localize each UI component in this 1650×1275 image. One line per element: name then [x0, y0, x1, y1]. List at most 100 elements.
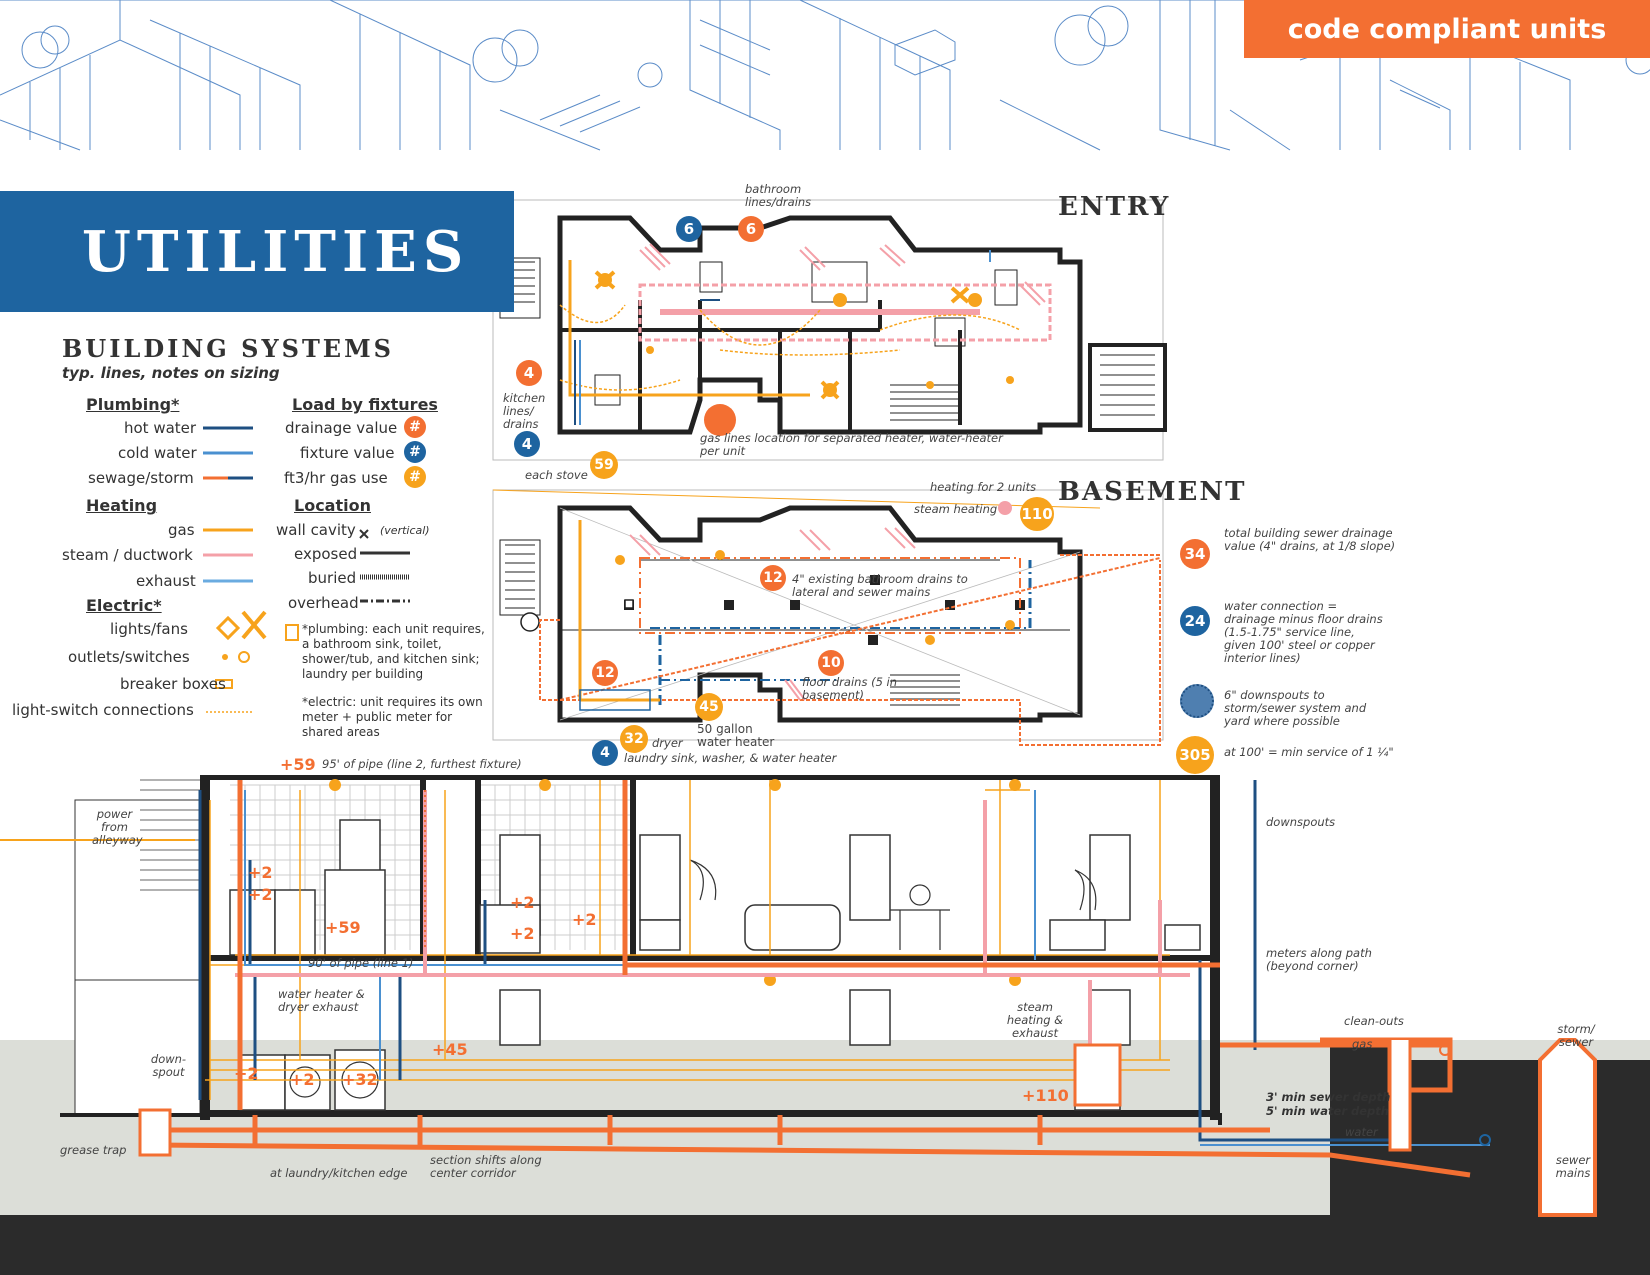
fixture-badge: # [404, 441, 426, 463]
gas-service-line-note: gas [1352, 1037, 1373, 1051]
load-washer: +2 [290, 1070, 315, 1089]
sewer-depth-note: 3' min sewer depth [1266, 1090, 1391, 1104]
bathroom-drain-badge: 12 [760, 565, 786, 591]
downspout-icon [1180, 684, 1214, 718]
dryer-note: dryer [652, 736, 683, 750]
page-title-banner: UTILITIES [0, 191, 514, 312]
exposed-label: exposed [294, 545, 358, 563]
location-heading: Location [294, 496, 371, 515]
load-toilet: +2 [572, 910, 597, 929]
steam-gas-badge: 110 [1020, 497, 1054, 531]
steam-heating-note: steam heating [914, 502, 998, 516]
sewage-label: sewage/storm [88, 469, 194, 487]
heating-units-note: heating for 2 units [930, 480, 1037, 494]
kitchen-lines-note: kitchen lines/ drains [503, 391, 546, 431]
pipe-90-note: 90' of pipe (line 1) [308, 956, 414, 970]
load-water-heater: +45 [432, 1040, 468, 1059]
downspout-note: down- spout [150, 1052, 187, 1079]
fixture-label: fixture value [300, 444, 395, 462]
gas-label: gas [168, 521, 195, 539]
load-top-gas: +59 [280, 755, 316, 774]
laundry-edge-note: at laundry/kitchen edge [270, 1166, 408, 1180]
wall-cavity-label: wall cavity [276, 521, 356, 539]
load-dryer: +32 [342, 1070, 378, 1089]
section-shift-note: section shifts along center corridor [430, 1153, 542, 1180]
water-connection-note: water connection = drainage minus floor … [1224, 599, 1383, 665]
load-kitchen-a: +2 [248, 863, 273, 882]
laundry-fixture-badge: 4 [592, 740, 618, 766]
switch-connections-label: light-switch connections [12, 701, 194, 719]
lights-label: lights/fans [110, 620, 188, 638]
steam-label: steam / ductwork [62, 546, 193, 564]
plumbing-heading: Plumbing* [86, 395, 180, 414]
building-section [0, 775, 1650, 1275]
water-connection-badge: 24 [1180, 606, 1210, 636]
floor-drains-note: floor drains (5 in basement) [802, 675, 898, 702]
load-bath-sink: +2 [510, 893, 535, 912]
gas-use-badge: # [404, 466, 426, 488]
steam-heating-section-note: steam heating & exhaust [1006, 1000, 1064, 1040]
kitchen-fixture-badge: 4 [514, 431, 540, 457]
legend-subtitle: typ. lines, notes on sizing [62, 364, 280, 382]
sewer-drainage-badge: 34 [1180, 539, 1210, 569]
entry-floor-plan [492, 199, 1167, 461]
buried-label: buried [308, 569, 357, 587]
breaker-label: breaker boxes [120, 675, 226, 693]
cold-water-label: cold water [118, 444, 197, 462]
grease-trap-note: grease trap [60, 1143, 127, 1157]
dryer-gas-badge: 32 [620, 725, 648, 753]
exhaust-label: exhaust [136, 572, 196, 590]
entry-fixture-badge: 6 [676, 216, 702, 242]
plumbing-note: *plumbing: each unit requires, a bathroo… [302, 622, 485, 681]
electric-heading: Electric* [86, 596, 162, 615]
kitchen-drainage-badge: 4 [516, 360, 542, 386]
isometric-city-sketch [0, 0, 1650, 151]
water-service-note: water [1345, 1125, 1378, 1139]
water-heater-exhaust-note: water heater & dryer exhaust [278, 987, 365, 1014]
gas-service-note: at 100' = min service of 1 ¼" [1224, 745, 1394, 759]
gas-service-badge: 305 [1176, 736, 1214, 774]
laundry-note: laundry sink, washer, & water heater [624, 751, 837, 765]
water-heater-note: 50 gallon water heater [697, 722, 775, 749]
downspouts-note: 6" downspouts to storm/sewer system and … [1224, 688, 1367, 728]
load-heading: Load by fixtures [292, 395, 438, 414]
heating-heading: Heating [86, 496, 158, 515]
hot-water-label: hot water [124, 419, 197, 437]
entry-label: ENTRY [1058, 192, 1171, 222]
storm-sewer-note: storm/ sewer [1557, 1022, 1595, 1049]
wall-cavity-note: (vertical) [380, 524, 430, 537]
stove-gas-badge: 59 [590, 451, 618, 479]
gas-lines-note: gas lines location for separated heater,… [700, 431, 1003, 458]
legend-title: BUILDING SYSTEMS [62, 334, 394, 363]
basement-label: BASEMENT [1058, 477, 1247, 507]
downspouts-section-note: downspouts [1266, 815, 1336, 829]
sewer-mains-note: sewer mains [1555, 1153, 1591, 1180]
electric-note: *electric: unit requires its own meter +… [302, 695, 483, 739]
entry-drainage-badge: 6 [738, 216, 764, 242]
cleanouts-note: clean-outs [1344, 1014, 1404, 1028]
power-note: power from alleyway [92, 807, 143, 847]
load-tub: +2 [510, 924, 535, 943]
water-depth-note: 5' min water depth [1266, 1104, 1389, 1118]
pipe-95-note: 95' of pipe (line 2, furthest fixture) [322, 757, 522, 771]
load-steam-heater: +110 [1022, 1086, 1069, 1105]
sewer-drainage-note: total building sewer drainage value (4" … [1224, 526, 1396, 553]
drainage-label: drainage value [285, 419, 398, 437]
water-heater-gas-badge: 45 [695, 693, 723, 721]
load-laundry-sink: +2 [234, 1064, 259, 1083]
overhead-label: overhead [288, 594, 359, 612]
basement-floor-plan [492, 489, 1164, 746]
load-kitchen-b: +2 [248, 885, 273, 904]
page-title: UTILITIES [82, 218, 470, 285]
load-stove: +59 [325, 918, 361, 937]
category-tag: code compliant units [1244, 0, 1650, 58]
existing-drains-note: 4" existing bathroom drains to lateral a… [792, 572, 968, 599]
floor-drain-badge: 10 [818, 650, 844, 676]
laundry-drain-badge: 12 [592, 660, 618, 686]
outlets-label: outlets/switches [68, 648, 190, 666]
each-stove-note: each stove [525, 468, 588, 482]
legend-swatches [203, 426, 410, 713]
gas-use-label: ft3/hr gas use [284, 469, 388, 487]
meters-note: meters along path (beyond corner) [1266, 946, 1372, 973]
bathroom-lines-note: bathroom lines/drains [745, 182, 812, 209]
